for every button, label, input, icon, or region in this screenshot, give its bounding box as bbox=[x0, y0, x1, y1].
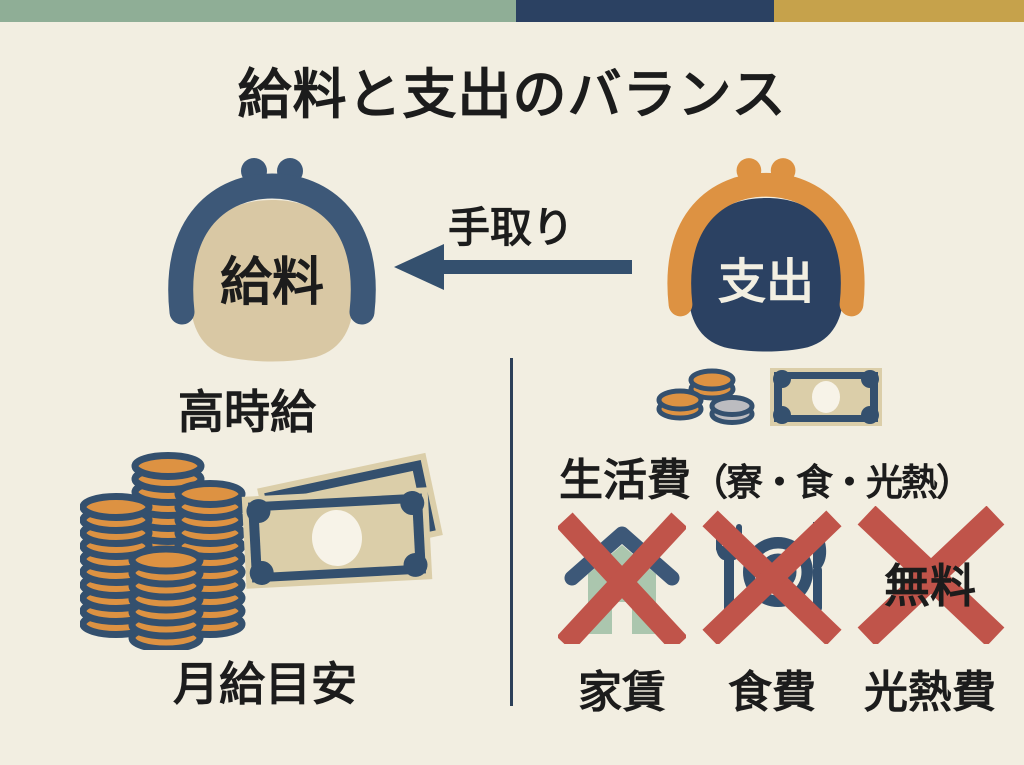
purse-icon bbox=[667, 158, 865, 352]
food-label: 食費 bbox=[728, 668, 816, 717]
banknotes-icon bbox=[241, 452, 443, 589]
hourly-wage-label: 高時給 bbox=[178, 386, 316, 438]
cost-item-rent: 家賃 bbox=[552, 512, 692, 720]
purse-icon bbox=[168, 158, 376, 362]
section-divider bbox=[510, 358, 513, 706]
house-icon bbox=[558, 512, 686, 644]
accent-segment-green bbox=[0, 0, 516, 22]
accent-segment-navy bbox=[516, 0, 774, 22]
salary-purse: 給料 bbox=[152, 150, 392, 372]
living-cost-main: 生活費 bbox=[559, 456, 691, 505]
coin-stack-front bbox=[128, 545, 204, 650]
coin-stacks-icon bbox=[80, 452, 246, 650]
banknote-front bbox=[241, 487, 433, 589]
left-arrow-icon bbox=[394, 244, 632, 290]
utilities-label: 光熱費 bbox=[864, 668, 996, 717]
small-coins-icon bbox=[656, 368, 755, 425]
takehome-label: 手取り bbox=[448, 204, 575, 251]
cost-item-utilities: 無料 光熱費 bbox=[846, 505, 1014, 720]
cost-item-food: 食費 bbox=[698, 510, 846, 720]
free-cross-group: 無料 bbox=[852, 505, 1008, 647]
monthly-wage-label: 月給目安 bbox=[173, 658, 357, 710]
page-title: 給料と支出のバランス bbox=[237, 65, 787, 125]
expense-purse-label: 支出 bbox=[717, 256, 814, 309]
living-cost-label: 生活費（寮・食・光熱） bbox=[520, 444, 1010, 508]
banknote-icon bbox=[770, 368, 882, 426]
free-badge: 無料 bbox=[884, 560, 976, 612]
meal-icon bbox=[702, 510, 842, 644]
rent-label: 家賃 bbox=[578, 668, 666, 717]
salary-purse-label: 給料 bbox=[219, 254, 324, 312]
cross-icon bbox=[857, 505, 1005, 647]
top-accent-bar bbox=[0, 0, 1024, 22]
accent-segment-gold bbox=[774, 0, 1024, 22]
living-cost-detail: （寮・食・光熱） bbox=[691, 462, 973, 503]
expense-purse: 支出 bbox=[652, 150, 880, 362]
